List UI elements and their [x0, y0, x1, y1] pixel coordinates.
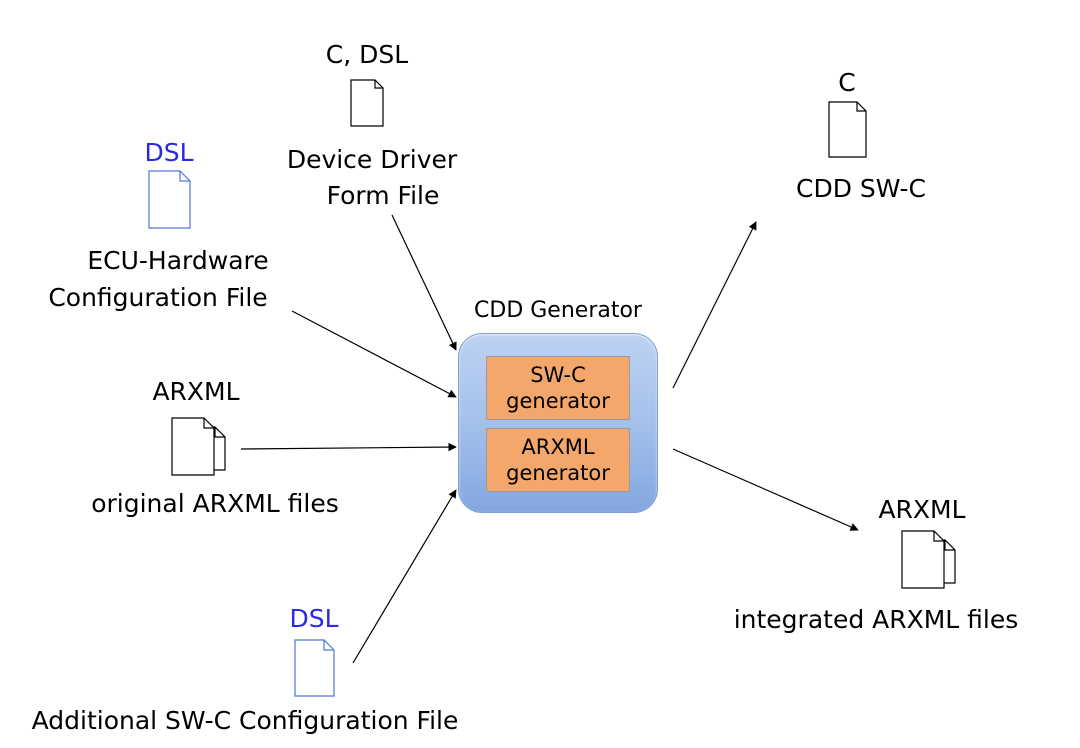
swc-generator-module: SW-C generator — [486, 356, 630, 420]
original-arxml-stack-icon — [171, 417, 226, 476]
ecu-hardware-type-label: DSL — [144, 138, 194, 167]
cdd-swc-document-icon — [828, 101, 867, 158]
additional-swc-document-icon — [294, 639, 335, 697]
cdd-swc-label: CDD SW-C — [796, 174, 926, 203]
ecu-hardware-label-line-2: Configuration File — [48, 283, 268, 312]
arrow-additional-swc-to-generator — [352, 489, 457, 664]
integrated-arxml-stack-icon — [901, 530, 956, 589]
device-driver-label-line-1: Device Driver — [286, 145, 458, 174]
arrow-ecu-hardware-to-generator — [291, 310, 457, 398]
ecu-hardware-document-icon — [148, 170, 191, 229]
additional-swc-label: Additional SW-C Configuration File — [31, 706, 459, 735]
additional-swc-type-label: DSL — [289, 604, 339, 633]
arrow-generator-to-integrated-arxml — [672, 448, 859, 531]
arrow-device-driver-to-generator — [391, 214, 457, 351]
arxml-generator-line-2: generator — [506, 461, 610, 485]
device-driver-document-icon — [350, 79, 384, 127]
integrated-arxml-type-label: ARXML — [878, 495, 966, 524]
arxml-generator-line-1: ARXML — [521, 435, 595, 459]
ecu-hardware-label-line-1: ECU-Hardware — [87, 246, 269, 275]
generator-title: CDD Generator — [474, 298, 642, 323]
device-driver-type-label: C, DSL — [325, 40, 409, 69]
swc-generator-line-1: SW-C — [530, 363, 586, 387]
integrated-arxml-label: integrated ARXML files — [733, 605, 1019, 634]
original-arxml-label: original ARXML files — [91, 489, 339, 518]
device-driver-label-line-2: Form File — [326, 181, 440, 210]
arrow-generator-to-cdd-swc — [672, 221, 757, 389]
arxml-generator-module: ARXML generator — [486, 428, 630, 492]
original-arxml-type-label: ARXML — [152, 377, 240, 406]
cdd-swc-type-label: C — [838, 68, 856, 97]
arrow-original-arxml-to-generator — [240, 442, 457, 452]
swc-generator-line-2: generator — [506, 389, 610, 413]
